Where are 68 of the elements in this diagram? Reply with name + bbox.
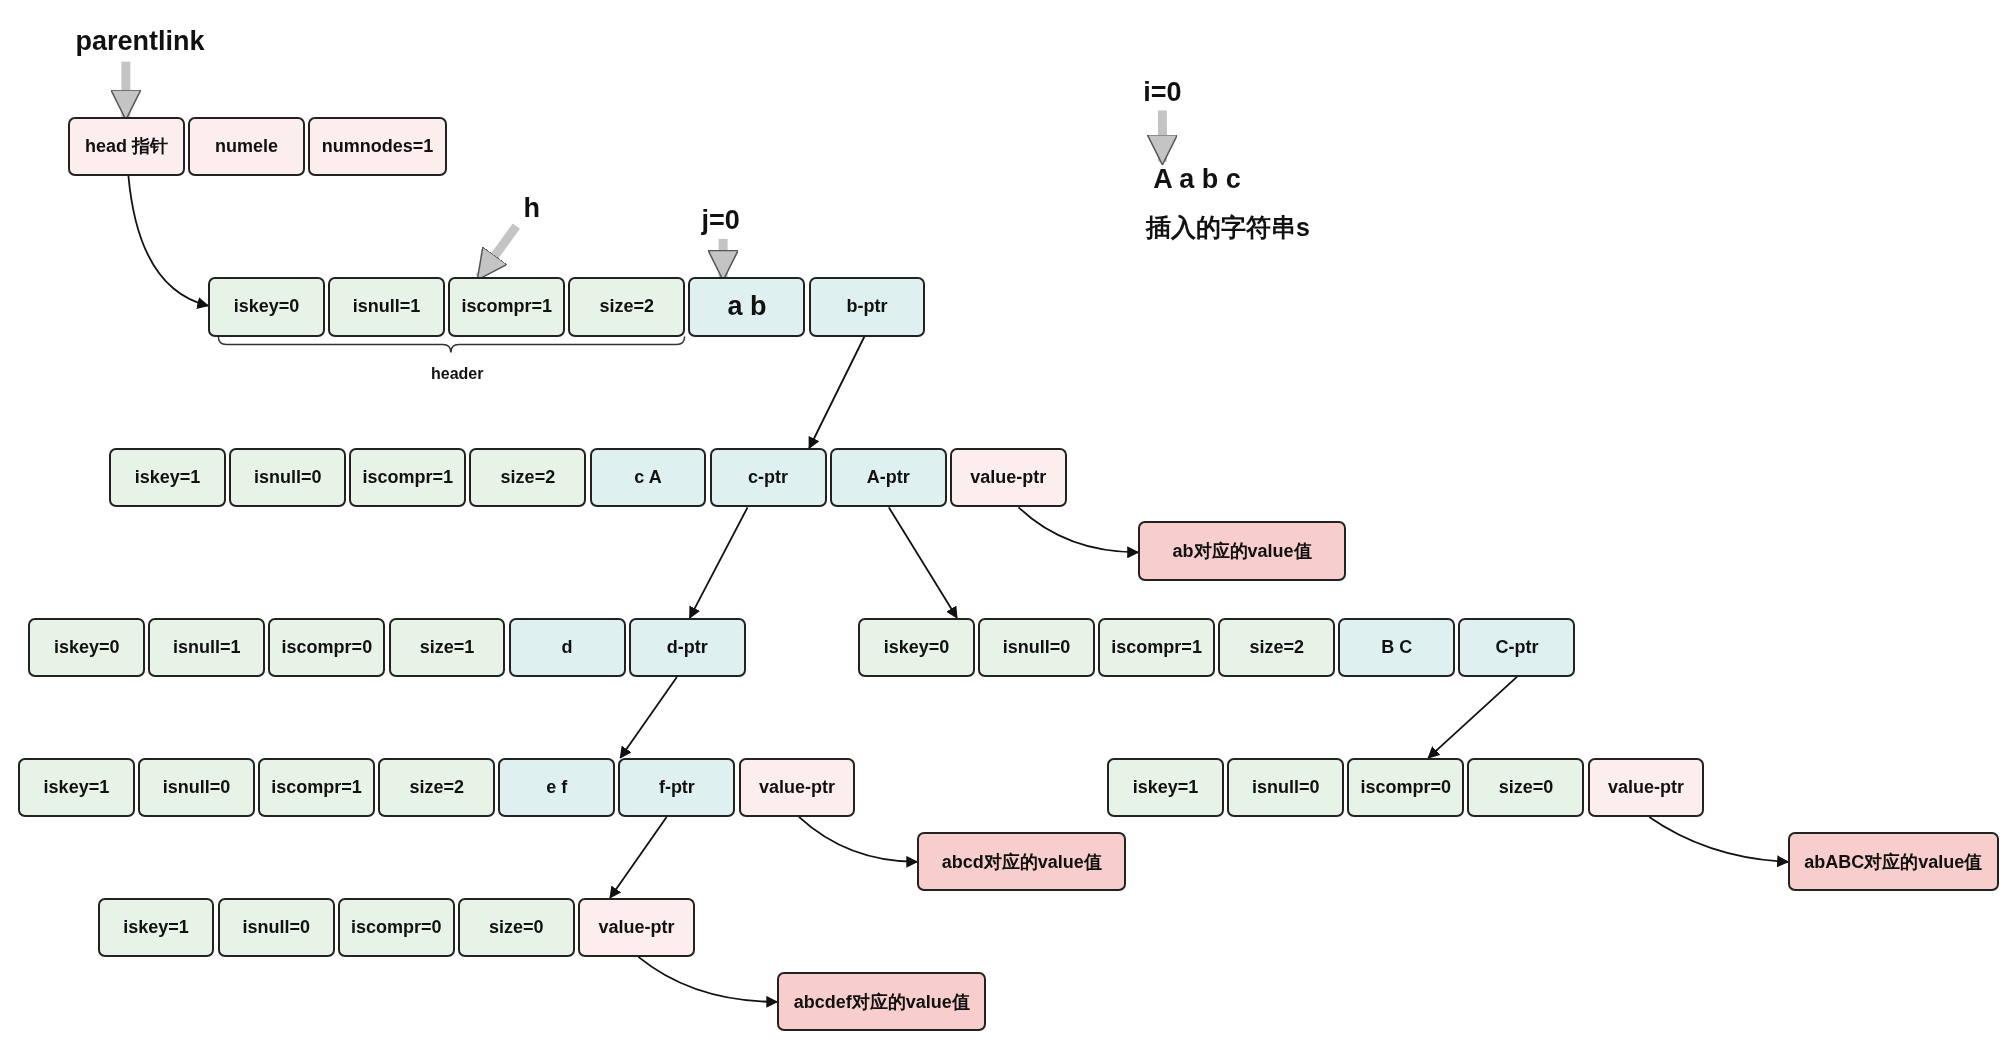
field-cell: iscompr=0 (1347, 757, 1465, 817)
field-cell: A-ptr (829, 448, 947, 508)
field-cell: value-ptr (949, 448, 1067, 508)
field-cell: C-ptr (1458, 617, 1576, 677)
field-cell: size=1 (388, 617, 506, 677)
field-cell: isnull=0 (978, 617, 1095, 677)
field-cell: iskey=0 (28, 617, 146, 677)
value-box: ab对应的value值 (1138, 521, 1347, 581)
field-cell: d (508, 617, 626, 677)
field-cell: isnull=1 (148, 617, 266, 677)
field-cell: size=2 (469, 448, 587, 508)
field-cell: c-ptr (709, 448, 827, 508)
value-box: abABC对应的value值 (1787, 832, 1999, 892)
field-cell: iskey=1 (97, 897, 215, 957)
pointer-label: j=0 (693, 202, 748, 239)
field-cell: size=0 (1467, 757, 1585, 817)
field-cell: size=2 (378, 757, 496, 817)
field-cell: size=0 (457, 897, 575, 957)
field-cell: d-ptr (628, 617, 746, 677)
value-box: abcd对应的value值 (917, 832, 1127, 892)
arrow (637, 956, 779, 1008)
pointer-label: parentlink (64, 20, 216, 62)
value-box: abcdef对应的value值 (777, 972, 987, 1032)
arrow (1017, 506, 1140, 558)
field-cell: iscompr=0 (268, 617, 386, 677)
field-cell: isnull=1 (328, 277, 446, 337)
pointer-label: i=0 (1134, 74, 1191, 111)
field-cell: iskey=1 (1107, 757, 1225, 817)
field-cell: e f (498, 757, 616, 817)
field-cell: iskey=0 (858, 617, 975, 677)
field-cell: value-ptr (1587, 757, 1705, 817)
arrow (808, 335, 866, 450)
field-cell: iscompr=1 (349, 448, 467, 508)
brace-label: header (430, 364, 485, 383)
field-cell: iscompr=1 (1098, 617, 1216, 677)
block-arrow (1146, 110, 1179, 166)
field-cell: b-ptr (808, 277, 926, 337)
field-cell: numele (188, 116, 306, 176)
field-cell: iscompr=1 (448, 277, 566, 337)
field-cell: isnull=0 (1227, 757, 1345, 817)
field-cell: c A (589, 448, 707, 508)
input-string: A a b c (1141, 161, 1253, 198)
field-cell: value-ptr (578, 897, 695, 957)
field-cell: iscompr=0 (337, 897, 455, 957)
field-cell: f-ptr (618, 757, 736, 817)
field-cell: isnull=0 (217, 897, 335, 957)
field-cell: B C (1338, 617, 1456, 677)
arrow (127, 175, 210, 309)
pointer-label: h (516, 190, 548, 227)
field-cell: size=2 (1218, 617, 1336, 677)
field-cell: iskey=1 (17, 757, 135, 817)
arrow (798, 816, 919, 868)
arrow (887, 506, 958, 619)
arrow (609, 816, 668, 899)
arrow (688, 506, 749, 619)
field-cell: a b (688, 277, 806, 337)
field-cell: iskey=0 (208, 277, 325, 337)
arrow (619, 676, 678, 759)
field-cell: isnull=0 (229, 448, 347, 508)
caption-text: 插入的字符串s (1144, 211, 1311, 243)
field-cell: value-ptr (738, 757, 856, 817)
field-cell: iscompr=1 (258, 757, 376, 817)
field-cell: iskey=1 (109, 448, 227, 508)
field-cell: size=2 (568, 277, 686, 337)
field-cell: isnull=0 (138, 757, 255, 817)
arrow (1427, 676, 1518, 759)
field-cell: numnodes=1 (308, 116, 447, 176)
field-cell: head 指针 (68, 116, 185, 176)
